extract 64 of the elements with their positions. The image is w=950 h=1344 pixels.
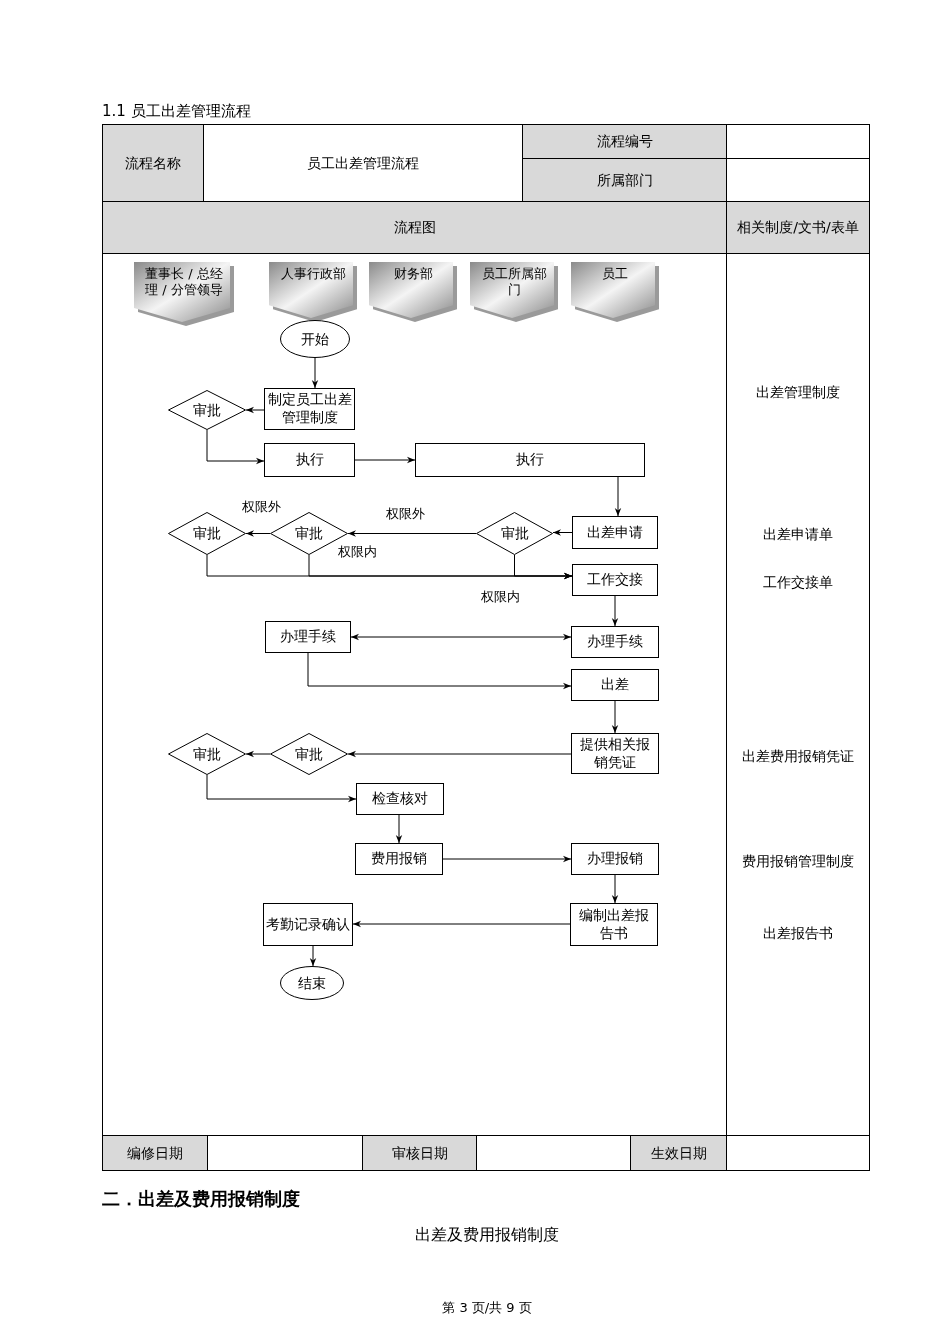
process-box: 执行 — [264, 443, 355, 477]
arrow — [611, 700, 619, 734]
arrow — [442, 855, 572, 863]
section-heading: 1.1 员工出差管理流程 — [102, 101, 251, 122]
arrow — [611, 595, 619, 627]
process-box: 办理手续 — [571, 626, 659, 658]
decision-diamond: 审批 — [168, 390, 246, 430]
document-name: 出差费用报销凭证 — [740, 746, 855, 766]
decision-diamond: 审批 — [270, 733, 348, 775]
arrow — [354, 456, 416, 464]
process-box: 制定员工出差管理制度 — [264, 388, 355, 430]
process-box: 编制出差报告书 — [570, 903, 658, 946]
arrow — [347, 530, 477, 537]
table-header-cell: 流程图 — [102, 201, 726, 253]
table-header-cell: 生效日期 — [630, 1135, 726, 1170]
arrow — [395, 814, 403, 844]
table-header-cell: 审核日期 — [362, 1135, 476, 1170]
process-box: 工作交接 — [572, 564, 658, 596]
arrow — [611, 874, 619, 904]
edge-label: 权限内 — [480, 589, 521, 605]
arrow — [307, 652, 572, 690]
process-box: 费用报销 — [355, 843, 443, 875]
decision-diamond: 审批 — [168, 512, 246, 555]
table-header-cell: 流程名称 — [102, 124, 203, 201]
arrow — [206, 774, 357, 803]
arrow — [347, 750, 572, 758]
process-box: 出差 — [571, 669, 659, 701]
document-name: 出差管理制度 — [754, 382, 841, 402]
process-box: 办理报销 — [571, 843, 659, 875]
arrow — [552, 529, 573, 536]
document-title: 出差及费用报销制度 — [414, 1224, 560, 1246]
process-box: 执行 — [415, 443, 645, 477]
arrow — [245, 530, 271, 537]
table-header-cell: 流程编号 — [522, 124, 726, 158]
process-box: 检查核对 — [356, 783, 444, 815]
table-header-cell: 编修日期 — [102, 1135, 207, 1170]
arrow — [614, 476, 622, 517]
document-name: 工作交接单 — [761, 572, 834, 592]
table-header-cell: 相关制度/文书/表单 — [726, 201, 869, 253]
arrow — [352, 920, 571, 928]
decision-diamond: 审批 — [476, 512, 553, 555]
arrow — [206, 429, 265, 465]
edge-label: 权限外 — [241, 499, 282, 515]
table-header-cell: 所属部门 — [522, 158, 726, 201]
document-name: 出差报告书 — [761, 923, 834, 943]
terminal-ellipse: 开始 — [280, 320, 350, 358]
page-number: 第 3 页/共 9 页 — [441, 1299, 533, 1318]
arrow — [514, 554, 573, 580]
document-name: 费用报销管理制度 — [740, 851, 855, 871]
arrow — [245, 750, 271, 758]
edge-label: 权限内 — [337, 544, 378, 560]
decision-diamond: 审批 — [168, 733, 246, 775]
process-box: 办理手续 — [265, 621, 351, 653]
arrow — [309, 945, 317, 967]
process-box: 考勤记录确认 — [263, 903, 353, 946]
document-name: 出差申请单 — [761, 524, 834, 544]
edge-label: 权限外 — [385, 506, 426, 522]
arrow — [245, 406, 265, 414]
process-box: 出差申请 — [572, 516, 658, 549]
section-heading: 二．出差及费用报销制度 — [102, 1186, 301, 1211]
arrow — [350, 633, 572, 641]
arrow — [311, 357, 319, 389]
process-box: 提供相关报销凭证 — [571, 733, 659, 774]
terminal-ellipse: 结束 — [280, 966, 344, 1000]
